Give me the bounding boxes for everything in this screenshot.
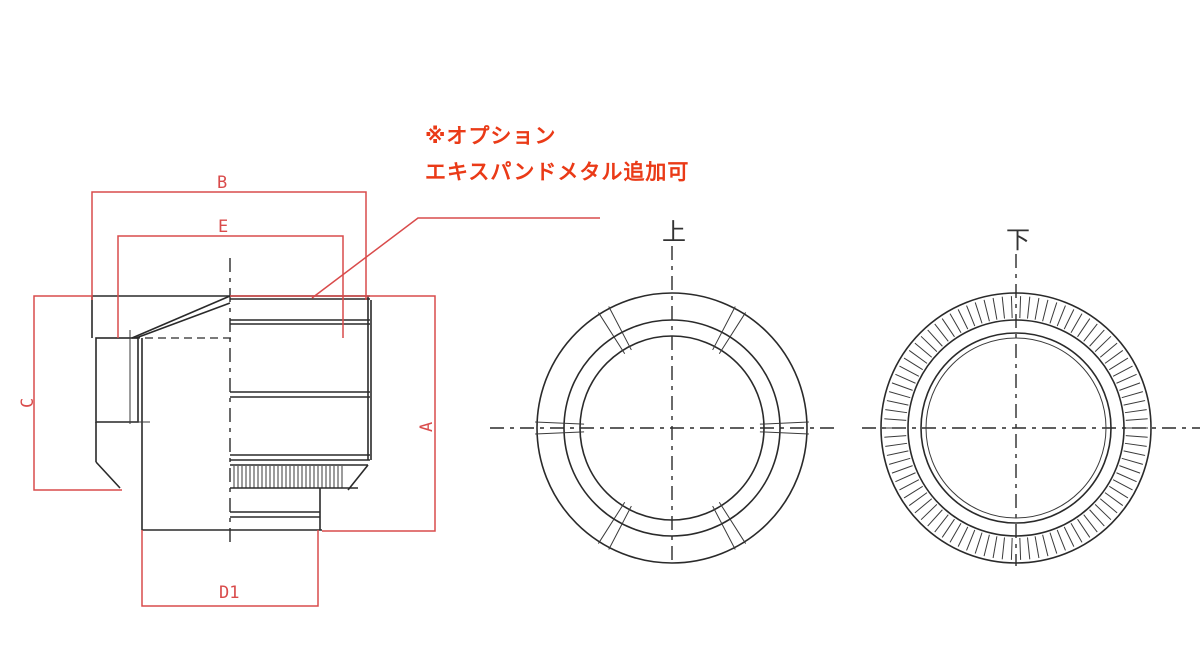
top-view-inner-ring: [579, 335, 765, 521]
top-view: 上: [490, 218, 835, 566]
dim-a-label: A: [417, 422, 437, 432]
dim-e-label: E: [218, 217, 228, 237]
dim-c-label: C: [18, 398, 38, 408]
bottom-view-vent-ring: [907, 319, 1125, 537]
dim-b-label: B: [217, 173, 227, 193]
top-view-outer-ring: [536, 292, 808, 564]
dim-e-line: [117, 235, 344, 338]
top-view-label: 上: [662, 218, 686, 246]
option-note-text: エキスパンドメタル追加可: [425, 160, 690, 184]
bottom-view-outer-ring: [880, 292, 1152, 564]
bottom-view-label: 下: [1006, 226, 1030, 254]
dim-d1-label: D1: [219, 583, 239, 603]
note-leader-line: [311, 217, 600, 299]
bottom-view: 下: [862, 226, 1200, 566]
top-view-middle-ring: [563, 319, 781, 537]
option-note-title: ※オプション: [425, 124, 557, 148]
dimension-lines: B E A C D1: [18, 173, 600, 607]
side-vent-slats: [233, 466, 343, 488]
cap-cone-line: [131, 295, 231, 339]
bottom-view-vent-slats: [884, 296, 1148, 560]
top-view-segment-marks: [535, 306, 809, 550]
dim-c-line: [33, 295, 122, 491]
side-elevation: [91, 258, 372, 548]
side-flange: [95, 337, 139, 423]
dim-d1-line: [141, 530, 319, 607]
bottom-view-inner-ring: [920, 332, 1112, 524]
dim-a-line: [230, 295, 436, 532]
dim-b-line: [91, 191, 367, 300]
